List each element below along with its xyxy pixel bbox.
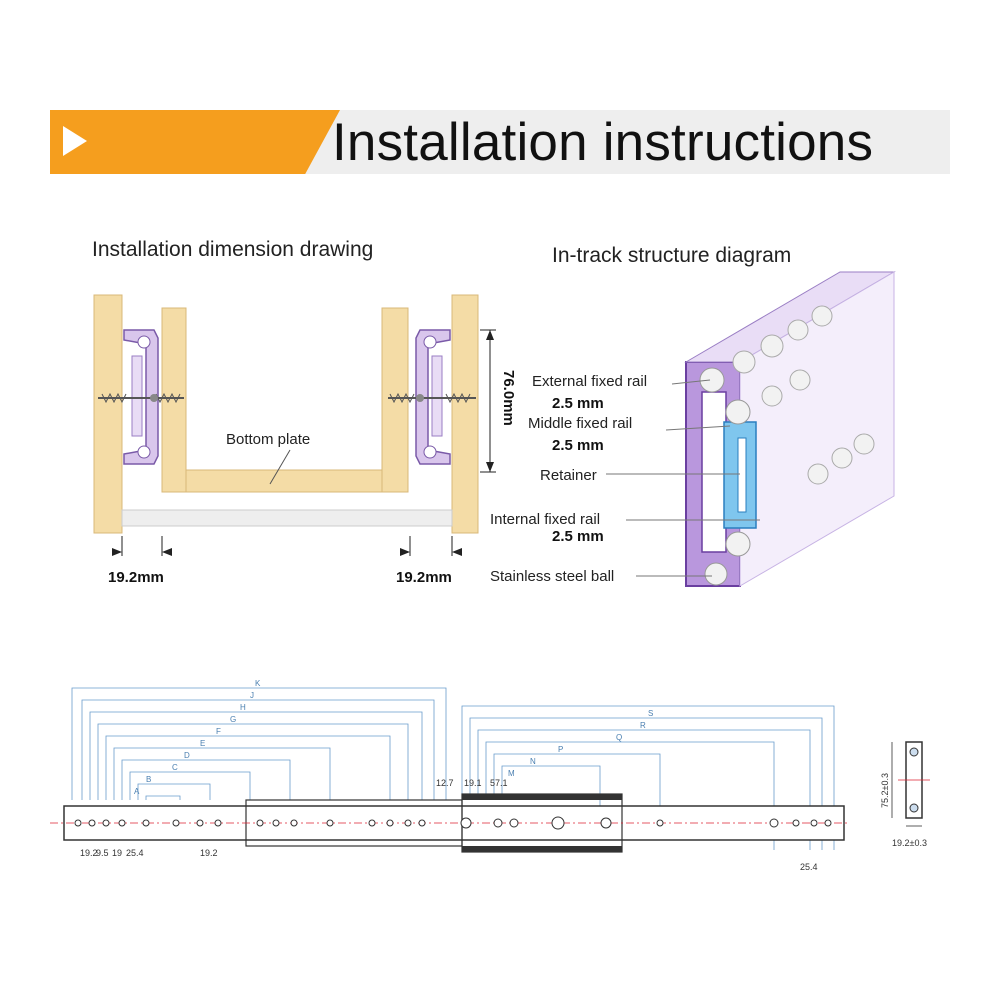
dimension-label: 9.5: [96, 848, 109, 858]
external-rail-label: External fixed rail: [532, 373, 647, 390]
dimension-label: 12.7: [436, 778, 454, 788]
height-tolerance-label: 75.2±0.3: [880, 773, 890, 808]
base-board: [121, 509, 453, 527]
play-triangle-icon: [63, 126, 87, 156]
width-tolerance-label: 19.2±0.3: [892, 838, 927, 848]
left-cabinet-wall: [93, 294, 123, 534]
structure-diagram-title: In-track structure diagram: [552, 244, 792, 267]
dimension-label: 19: [112, 848, 122, 858]
right-gap-label: 19.2mm: [396, 569, 452, 586]
right-dimension-lines: [461, 705, 835, 850]
external-rail-thickness: 2.5 mm: [552, 395, 604, 412]
left-gap-dimension: 19.2mm: [108, 536, 172, 586]
dimension-label: R: [640, 721, 646, 730]
dimension-label: S: [648, 709, 653, 718]
right-cabinet-wall: [451, 294, 479, 534]
dimension-label: 19.1: [464, 778, 482, 788]
dimension-label: P: [558, 745, 563, 754]
dimension-label: A: [134, 787, 140, 796]
dimension-drawing-title: Installation dimension drawing: [92, 238, 374, 261]
dimension-label: E: [200, 739, 205, 748]
right-slide-rail: [415, 329, 451, 465]
left-gap-label: 19.2mm: [108, 569, 164, 586]
left-drawer-side: [161, 307, 187, 493]
retainer-shape: [737, 437, 747, 513]
bottom-plate-leader: [269, 449, 291, 485]
height-dimension: 76.0mm: [480, 329, 517, 473]
dimension-label: 25.4: [126, 848, 144, 858]
height-dimension-label: 76.0mm: [500, 370, 517, 426]
dimension-label: K: [255, 679, 261, 688]
inner-channel: [701, 391, 727, 553]
left-slide-rail: [123, 329, 159, 465]
dimension-label: 19.2: [80, 848, 98, 858]
upper-ball-row: [699, 305, 833, 393]
cross-section-view: 75.2±0.3 19.2±0.3: [880, 741, 930, 848]
external-rail-leader: [671, 379, 711, 385]
header-banner: Installation instructions: [50, 110, 950, 174]
banner-accent: [50, 110, 340, 174]
right-gap-dimension: 19.2mm: [396, 536, 462, 586]
dimension-label: 25.4: [800, 862, 818, 872]
retainer-label: Retainer: [540, 467, 597, 484]
dimension-label: 19.2: [200, 848, 218, 858]
dimension-label: 57.1: [490, 778, 508, 788]
bottom-plate-label: Bottom plate: [226, 431, 310, 448]
lower-ball-row: [725, 433, 875, 557]
bottom-plate: [185, 469, 383, 493]
middle-rail-label: Middle fixed rail: [528, 415, 632, 432]
dimension-label: D: [184, 751, 190, 760]
dimension-label: B: [146, 775, 151, 784]
right-letters: S R Q P N M: [508, 709, 653, 778]
dimension-label: M: [508, 769, 515, 778]
dimension-label: C: [172, 763, 178, 772]
small-dimensions: 19.2 9.5 19 25.4 19.2 12.7 19.1 57.1 25.…: [80, 778, 818, 872]
steel-ball: [704, 562, 728, 586]
structure-diagram: External fixed rail 2.5 mm Middle fixed …: [490, 271, 896, 587]
steel-ball-label: Stainless steel ball: [490, 568, 614, 585]
dimension-label: N: [530, 757, 536, 766]
internal-rail-label: Internal fixed rail: [490, 511, 600, 528]
dimension-label: J: [250, 691, 254, 700]
middle-rail-thickness: 2.5 mm: [552, 437, 604, 454]
technical-drawing: K J H G F E D C B A S R Q P N M: [50, 679, 930, 872]
middle-rail-leader: [665, 425, 731, 431]
mounting-holes: [74, 816, 832, 830]
slide-body: [50, 793, 850, 853]
left-letters: K J H G F E D C B A: [134, 679, 261, 796]
dimension-label: F: [216, 727, 221, 736]
dimension-label: H: [240, 703, 246, 712]
dimension-label: G: [230, 715, 236, 724]
internal-rail-thickness: 2.5 mm: [552, 528, 604, 545]
left-screw: [98, 392, 184, 404]
middle-ball-row: [725, 369, 811, 425]
right-screw: [388, 392, 476, 404]
page-title: Installation instructions: [332, 113, 874, 172]
dimension-label: Q: [616, 733, 622, 742]
dimension-drawing: Bottom plate 76.0mm 19.2mm 19.2mm: [93, 294, 517, 586]
left-dimension-lines: [71, 687, 447, 800]
